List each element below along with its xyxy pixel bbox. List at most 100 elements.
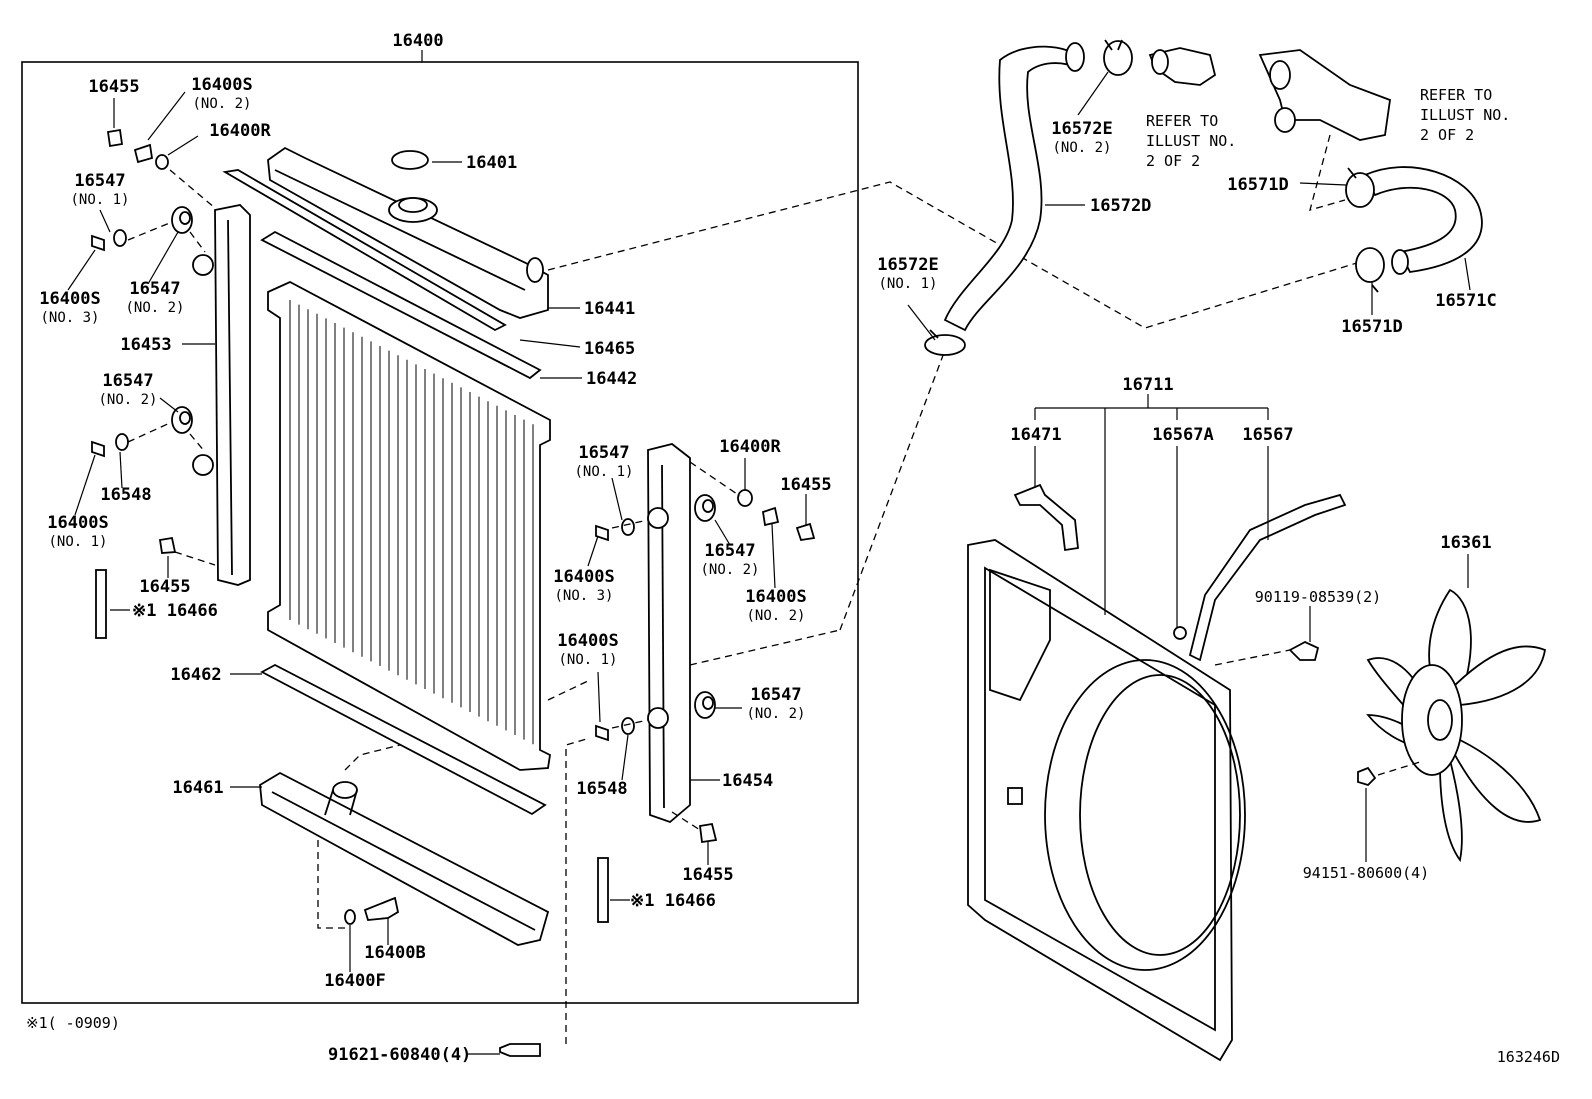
- upper-gasket[interactable]: [260, 230, 542, 380]
- label-16400S-e: 16400S: [745, 587, 806, 607]
- right-seal-strip[interactable]: [597, 857, 609, 923]
- refer-b-line1: REFER TO: [1420, 86, 1492, 104]
- label-16455-c: 16455: [780, 475, 831, 495]
- label-16400B: 16400B: [364, 943, 425, 963]
- label-16400S-b-no: (NO. 3): [40, 310, 99, 326]
- label-16465: 16465: [584, 339, 635, 359]
- shroud-drain-tube[interactable]: [1013, 483, 1079, 552]
- radiator-core[interactable]: [267, 280, 551, 771]
- label-16572E-b-no: (NO. 1): [878, 276, 937, 292]
- label-16400S-d: 16400S: [553, 567, 614, 587]
- label-16572E-a: 16572E: [1051, 119, 1112, 139]
- label-16466-a: ※1 16466: [132, 601, 218, 621]
- right-bushing-lower[interactable]: [694, 691, 716, 719]
- upper-seal-strip[interactable]: [222, 169, 507, 332]
- label-16548-a: 16548: [100, 485, 151, 505]
- left-collar-lower[interactable]: [91, 433, 129, 458]
- radiator-assembly-frame: [21, 61, 859, 1004]
- label-16441: 16441: [584, 299, 635, 319]
- label-16400S-f-no: (NO. 1): [558, 652, 617, 668]
- label-16453: 16453: [120, 335, 171, 355]
- label-16547-f: 16547: [750, 685, 801, 705]
- label-16401: 16401: [466, 153, 517, 173]
- label-16571D-b: 16571D: [1341, 317, 1402, 337]
- refer-a-line1: REFER TO: [1146, 112, 1218, 130]
- refer-b-line2: ILLUST NO.: [1420, 106, 1510, 124]
- label-16400S-b: 16400S: [39, 289, 100, 309]
- lower-gasket[interactable]: [260, 663, 547, 816]
- label-16547-b-no: (NO. 2): [125, 300, 184, 316]
- right-top-collar[interactable]: [761, 506, 780, 527]
- water-inlet-ref-b: [1258, 49, 1391, 141]
- right-top-cushion[interactable]: [737, 489, 753, 507]
- right-bottom-bolt[interactable]: [698, 822, 718, 844]
- label-16442: 16442: [586, 369, 637, 389]
- hose-clamp-lower[interactable]: [924, 329, 966, 356]
- label-16547-d: 16547: [578, 443, 629, 463]
- label-94151: 94151-80600(4): [1303, 864, 1429, 882]
- upper-radiator-hose[interactable]: [943, 45, 1079, 332]
- label-16455-d: 16455: [682, 865, 733, 885]
- fan-nut[interactable]: [1357, 766, 1377, 787]
- right-collar-lower[interactable]: [595, 717, 635, 742]
- label-16400S-e-no: (NO. 2): [746, 608, 805, 624]
- label-16400S-a: 16400S: [191, 75, 252, 95]
- shroud-bolt[interactable]: [1288, 640, 1320, 661]
- label-16462: 16462: [170, 665, 221, 685]
- refer-b-line3: 2 OF 2: [1420, 126, 1474, 144]
- left-top-bolt[interactable]: [106, 128, 124, 148]
- label-16548-b: 16548: [576, 779, 627, 799]
- left-seal-strip[interactable]: [95, 569, 107, 639]
- right-top-bolt[interactable]: [795, 522, 816, 542]
- label-16572E-b: 16572E: [877, 255, 938, 275]
- label-16400: 16400: [392, 31, 443, 51]
- refer-a-line3: 2 OF 2: [1146, 152, 1200, 170]
- label-16400R-b: 16400R: [719, 437, 781, 457]
- label-16547-c-no: (NO. 2): [98, 392, 157, 408]
- label-16567A: 16567A: [1152, 425, 1213, 445]
- label-16461: 16461: [172, 778, 223, 798]
- bypass-clamp-lower[interactable]: [1355, 247, 1385, 293]
- left-side-support[interactable]: [192, 204, 251, 586]
- right-collar-upper[interactable]: [595, 518, 635, 542]
- left-bottom-bolt[interactable]: [158, 536, 177, 554]
- left-bushing-upper[interactable]: [171, 206, 193, 234]
- bolt-91621[interactable]: [499, 1043, 541, 1057]
- label-16454: 16454: [722, 771, 773, 791]
- right-bushing-upper[interactable]: [694, 494, 716, 522]
- label-16547-d-no: (NO. 1): [574, 464, 633, 480]
- left-bushing-lower[interactable]: [171, 406, 193, 434]
- label-16400S-a-no: (NO. 2): [192, 96, 251, 112]
- label-16572D: 16572D: [1090, 196, 1151, 216]
- drain-oring[interactable]: [344, 909, 356, 925]
- label-16547-a-no: (NO. 1): [70, 192, 129, 208]
- cap-gasket[interactable]: [391, 150, 429, 170]
- fan-shroud[interactable]: [967, 539, 1246, 1062]
- label-16466-b: ※1 16466: [630, 891, 716, 911]
- hose-clip[interactable]: [1173, 626, 1187, 640]
- label-16400S-c-no: (NO. 1): [48, 534, 107, 550]
- lower-tank[interactable]: [259, 771, 550, 946]
- refer-a-line2: ILLUST NO.: [1146, 132, 1236, 150]
- part-labels: 16400 16455 16400S (NO. 2) 16400R 16401 …: [26, 31, 1560, 1066]
- bypass-hose[interactable]: [1363, 166, 1483, 275]
- label-16400R-a: 16400R: [209, 121, 271, 141]
- left-collar-upper[interactable]: [91, 229, 127, 252]
- label-16400S-f: 16400S: [557, 631, 618, 651]
- diagram-id: 163246D: [1497, 1048, 1560, 1066]
- bypass-clamp-upper[interactable]: [1345, 167, 1375, 208]
- right-side-support[interactable]: [647, 443, 691, 824]
- label-16400S-c: 16400S: [47, 513, 108, 533]
- label-16400F: 16400F: [324, 971, 385, 991]
- label-16400S-d-no: (NO. 3): [554, 588, 613, 604]
- cooling-fan[interactable]: [1366, 588, 1547, 863]
- upper-tank[interactable]: [267, 146, 549, 319]
- left-top-collar[interactable]: [133, 143, 169, 170]
- footnote: ※1( -0909): [26, 1014, 120, 1032]
- radiator-cap[interactable]: [388, 197, 438, 223]
- label-16547-e-no: (NO. 2): [700, 562, 759, 578]
- label-16571D-a: 16571D: [1227, 175, 1288, 195]
- hose-clamp-upper[interactable]: [1103, 39, 1133, 76]
- drain-cock[interactable]: [363, 896, 400, 921]
